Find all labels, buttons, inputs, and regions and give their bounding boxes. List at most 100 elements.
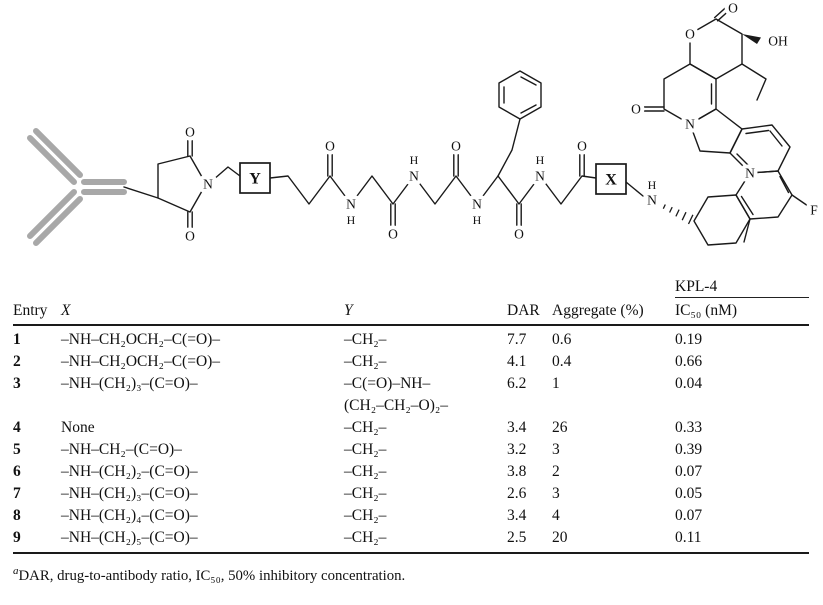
n-atom-label: N: [685, 117, 695, 132]
n-atom-label: N: [647, 193, 657, 208]
cell-x: –NH–(CH₂)₃–(C=O)–: [61, 375, 198, 392]
cell-entry: 5: [13, 441, 21, 458]
table-header-row: Entry X Y DAR Aggregate (%) IC₅₀ (nM): [13, 298, 809, 326]
cell-aggregate: 26: [552, 419, 568, 436]
o-atom-label: O: [325, 139, 335, 154]
cell-aggregate: 20: [552, 529, 568, 546]
o-atom-label: O: [451, 139, 461, 154]
cell-aggregate: 0.4: [552, 353, 572, 370]
cell-y: –CH₂–: [344, 507, 387, 524]
cell-aggregate: 0.6: [552, 331, 572, 348]
o-atom-label: O: [388, 227, 398, 242]
n-atom-label: N: [745, 166, 755, 181]
over-header-kpl4: KPL-4: [675, 277, 809, 298]
cell-entry: 9: [13, 529, 21, 546]
cell-aggregate: 2: [552, 463, 560, 480]
col-header-dar: DAR: [507, 302, 540, 319]
col-header-ic50: IC₅₀ (nM): [675, 302, 738, 319]
cell-ic50: 0.05: [675, 485, 703, 502]
cell-entry: 6: [13, 463, 21, 480]
cell-ic50: 0.11: [675, 529, 702, 546]
col-header-entry: Entry: [13, 302, 48, 319]
over-header-row: KPL-4: [13, 277, 809, 298]
table-row: 5 –NH–CH₂–(C=O)– –CH₂– 3.2 3 0.39: [13, 439, 809, 461]
cell-ic50: 0.33: [675, 419, 703, 436]
oh-atom-label: OH: [768, 34, 788, 49]
footnote-marker: a: [13, 565, 19, 577]
nh-hash-bond: [662, 204, 694, 225]
cell-x: –NH–(CH₂)₃–(C=O)–: [61, 485, 198, 502]
n-atom-label: N: [203, 177, 213, 192]
cell-dar: 2.6: [507, 485, 527, 502]
antibody-icon: [27, 128, 127, 246]
cell-y: –C(=O)–NH– (CH₂–CH₂–O)₂–: [344, 375, 449, 414]
cell-dar: 3.8: [507, 463, 527, 480]
col-header-aggregate: Aggregate (%): [552, 302, 644, 319]
cell-x: –NH–CH₂OCH₂–C(=O)–: [61, 331, 221, 348]
cell-ic50: 0.19: [675, 331, 703, 348]
o-atom-label: O: [728, 1, 738, 16]
n-atom-label: N: [346, 197, 356, 212]
cell-entry: 3: [13, 375, 21, 392]
y-box-label: Y: [249, 171, 261, 188]
oh-wedge-bond: [742, 34, 761, 44]
data-table: KPL-4 Entry X Y DAR Aggregate (%) IC₅₀ (…: [0, 277, 823, 585]
x-box-frame: [595, 163, 627, 195]
o-atom-label: O: [685, 27, 695, 42]
cell-entry: 8: [13, 507, 21, 524]
cell-ic50: 0.04: [675, 375, 703, 392]
cell-entry: 4: [13, 419, 21, 436]
o-atom-label: O: [185, 125, 195, 140]
cell-y: –CH₂–: [344, 441, 387, 458]
stereo-bonds: [662, 34, 761, 225]
cell-dar: 3.4: [507, 419, 527, 436]
col-header-x: X: [61, 302, 71, 319]
cell-dar: 6.2: [507, 375, 527, 392]
o-atom-label: O: [631, 102, 641, 117]
f-atom-label: F: [810, 203, 818, 218]
cell-ic50: 0.39: [675, 441, 703, 458]
o-atom-label: O: [514, 227, 524, 242]
footnote-text: DAR, drug-to-antibody ratio, IC₅₀, 50% i…: [18, 567, 406, 584]
h-atom-label: H: [473, 213, 482, 227]
cell-y: –CH₂–: [344, 419, 387, 436]
h-atom-label: H: [536, 153, 545, 167]
o-atom-label: O: [185, 229, 195, 244]
x-group-box: X: [595, 163, 627, 195]
cell-entry: 7: [13, 485, 21, 502]
cell-aggregate: 4: [552, 507, 560, 524]
y-box-frame: [239, 162, 271, 194]
cell-dar: 4.1: [507, 353, 527, 370]
cell-x: None: [61, 419, 95, 436]
h-atom-label: H: [648, 178, 657, 192]
footnote: aDAR, drug-to-antibody ratio, IC₅₀, 50% …: [13, 565, 809, 585]
cell-dar: 3.2: [507, 441, 527, 458]
x-box-label: X: [605, 172, 617, 189]
cell-aggregate: 3: [552, 485, 560, 502]
n-atom-label: N: [409, 169, 419, 184]
cell-entry: 1: [13, 331, 21, 348]
cell-dar: 7.7: [507, 331, 527, 348]
table-row: 4 None –CH₂– 3.4 26 0.33: [13, 417, 809, 439]
h-atom-label: H: [347, 213, 356, 227]
cell-y: –CH₂–: [344, 529, 387, 546]
cell-y: –CH₂–: [344, 353, 387, 370]
cell-x: –NH–CH₂–(C=O)–: [61, 441, 182, 458]
cell-dar: 3.4: [507, 507, 527, 524]
cell-x: –NH–(CH₂)₄–(C=O)–: [61, 507, 198, 524]
cell-x: –NH–CH₂OCH₂–C(=O)–: [61, 353, 221, 370]
cell-y: –CH₂–: [344, 463, 387, 480]
y-group-box: Y: [239, 162, 271, 194]
table-row: 3 –NH–(CH₂)₃–(C=O)– –C(=O)–NH– (CH₂–CH₂–O)…: [13, 373, 809, 417]
n-atom-label: N: [472, 197, 482, 212]
cell-aggregate: 3: [552, 441, 560, 458]
h-atom-label: H: [410, 153, 419, 167]
